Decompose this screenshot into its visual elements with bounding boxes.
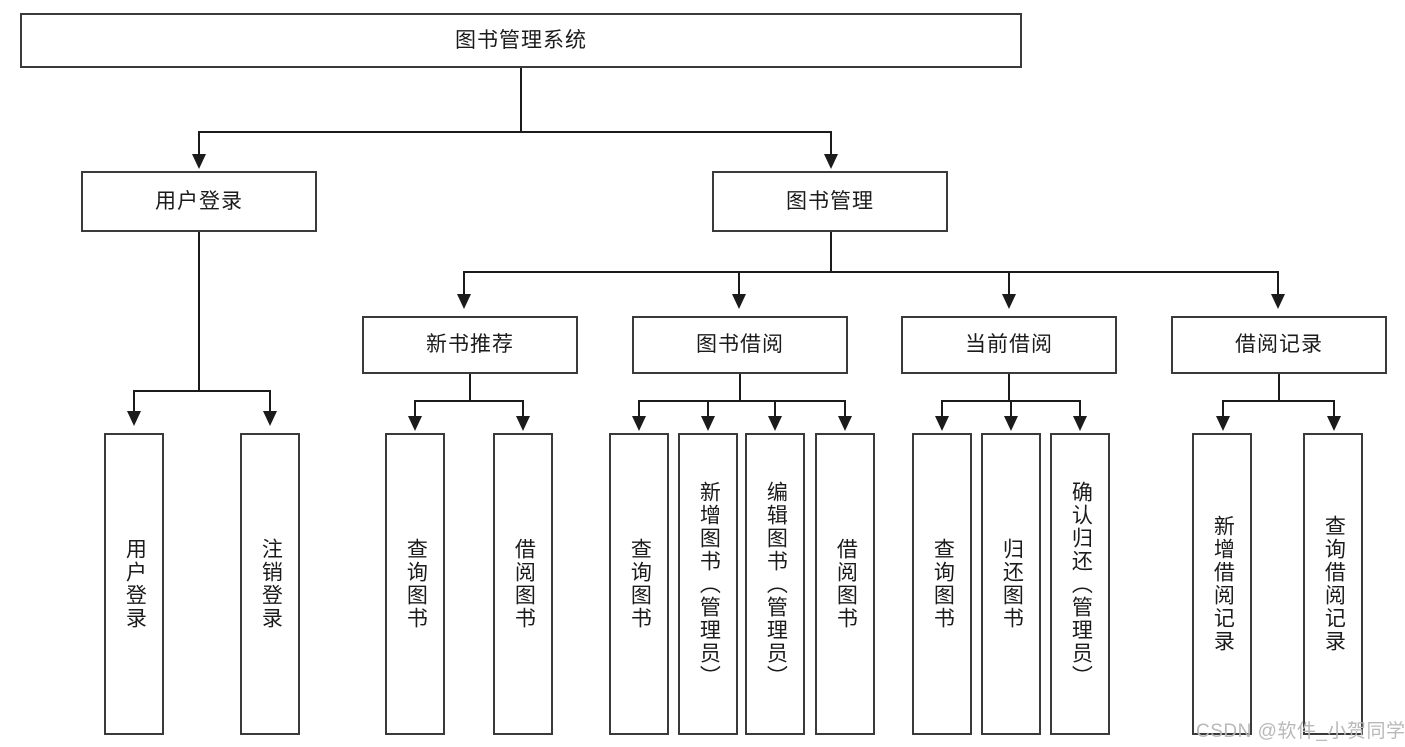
arrow-book-mgmt-to-records	[1271, 294, 1285, 309]
node-book-borrow-label: 图书借阅	[696, 333, 784, 357]
arrow-book-borrow-leaf-4	[838, 416, 852, 431]
leaf-return-book[interactable]: 归还图书	[981, 433, 1041, 735]
connector-book-mgmt-drop-1	[463, 271, 465, 296]
connector-new-book-drop-1	[414, 400, 416, 418]
connector-current-borrow-drop-1	[941, 400, 943, 418]
leaf-query-book-current[interactable]: 查询图书	[912, 433, 972, 735]
connector-book-borrow-drop-4	[844, 400, 846, 418]
connector-borrow-records-bus	[1222, 400, 1335, 402]
connector-current-borrow-drop-2	[1010, 400, 1012, 418]
arrow-book-mgmt-to-current	[1002, 294, 1016, 309]
node-new-book-recommend-label: 新书推荐	[426, 333, 514, 357]
connector-new-book-stem	[469, 374, 471, 402]
leaf-borrow-book-recommend-label: 借阅图书	[512, 538, 536, 630]
node-root-label: 图书管理系统	[455, 28, 587, 52]
connector-root-to-book-mgmt	[830, 131, 832, 156]
connector-book-mgmt-bus	[463, 271, 1279, 273]
connector-borrow-records-drop-1	[1222, 400, 1224, 418]
leaf-query-book-borrow[interactable]: 查询图书	[609, 433, 669, 735]
leaf-query-book-recommend[interactable]: 查询图书	[385, 433, 445, 735]
connector-book-borrow-drop-2	[707, 400, 709, 418]
arrow-book-borrow-leaf-2	[701, 416, 715, 431]
leaf-query-book-recommend-label: 查询图书	[404, 538, 428, 630]
connector-user-login-drop-2	[269, 390, 271, 413]
leaf-query-borrow-record[interactable]: 查询借阅记录	[1303, 433, 1363, 735]
connector-new-book-drop-2	[522, 400, 524, 418]
arrow-book-mgmt-to-new-book	[457, 294, 471, 309]
leaf-user-login[interactable]: 用户登录	[104, 433, 164, 735]
connector-book-mgmt-drop-4	[1277, 271, 1279, 296]
connector-book-mgmt-drop-3	[1008, 271, 1010, 296]
node-book-management[interactable]: 图书管理	[712, 171, 948, 232]
leaf-query-borrow-record-label: 查询借阅记录	[1322, 515, 1346, 653]
leaf-borrow-book[interactable]: 借阅图书	[815, 433, 875, 735]
connector-book-borrow-stem	[739, 374, 741, 402]
node-user-login[interactable]: 用户登录	[81, 171, 317, 232]
arrow-current-borrow-leaf-1	[935, 416, 949, 431]
node-user-login-label: 用户登录	[155, 189, 243, 213]
leaf-logout[interactable]: 注销登录	[240, 433, 300, 735]
node-new-book-recommend[interactable]: 新书推荐	[362, 316, 578, 374]
connector-current-borrow-drop-3	[1079, 400, 1081, 418]
connector-root-bus	[198, 131, 832, 133]
leaf-add-borrow-record-label: 新增借阅记录	[1211, 515, 1235, 653]
arrow-borrow-records-leaf-1	[1216, 416, 1230, 431]
arrow-borrow-records-leaf-2	[1327, 416, 1341, 431]
leaf-query-book-borrow-label: 查询图书	[628, 538, 652, 630]
arrow-book-mgmt-to-borrow	[732, 294, 746, 309]
arrow-new-book-leaf-1	[408, 416, 422, 431]
connector-user-login-drop-1	[133, 390, 135, 413]
connector-book-mgmt-stem	[830, 232, 832, 272]
connector-new-book-bus	[414, 400, 524, 402]
node-book-management-label: 图书管理	[786, 189, 874, 213]
csdn-watermark: CSDN @软件_小贺同学	[1196, 721, 1405, 742]
arrow-current-borrow-leaf-2	[1004, 416, 1018, 431]
leaf-add-book-admin[interactable]: 新增图书（管理员）	[678, 433, 738, 735]
leaf-query-book-current-label: 查询图书	[931, 538, 955, 630]
arrow-new-book-leaf-2	[516, 416, 530, 431]
leaf-user-login-label: 用户登录	[123, 538, 147, 630]
leaf-confirm-return-admin[interactable]: 确认归还（管理员）	[1050, 433, 1110, 735]
node-current-borrow[interactable]: 当前借阅	[901, 316, 1117, 374]
leaf-edit-book-admin-label: 编辑图书（管理员）	[764, 480, 788, 688]
leaf-edit-book-admin[interactable]: 编辑图书（管理员）	[745, 433, 805, 735]
connector-borrow-records-drop-2	[1333, 400, 1335, 418]
arrow-root-to-book-mgmt	[824, 154, 838, 169]
leaf-logout-label: 注销登录	[259, 538, 283, 630]
leaf-add-book-admin-label: 新增图书（管理员）	[697, 480, 721, 688]
node-borrow-records-label: 借阅记录	[1235, 333, 1323, 357]
leaf-return-book-label: 归还图书	[1000, 538, 1024, 630]
connector-book-borrow-drop-1	[638, 400, 640, 418]
leaf-confirm-return-admin-label: 确认归还（管理员）	[1069, 480, 1093, 688]
leaf-borrow-book-label: 借阅图书	[834, 538, 858, 630]
connector-book-borrow-bus	[638, 400, 846, 402]
connector-current-borrow-stem	[1008, 374, 1010, 402]
connector-book-borrow-drop-3	[774, 400, 776, 418]
arrow-root-to-user-login	[192, 154, 206, 169]
connector-borrow-records-stem	[1278, 374, 1280, 402]
node-current-borrow-label: 当前借阅	[965, 333, 1053, 357]
connector-root-stem	[520, 68, 522, 131]
arrow-book-borrow-leaf-3	[768, 416, 782, 431]
node-book-borrow[interactable]: 图书借阅	[632, 316, 848, 374]
arrow-user-login-leaf-1	[127, 411, 141, 426]
node-borrow-records[interactable]: 借阅记录	[1171, 316, 1387, 374]
arrow-user-login-leaf-2	[263, 411, 277, 426]
arrow-book-borrow-leaf-1	[632, 416, 646, 431]
leaf-borrow-book-recommend[interactable]: 借阅图书	[493, 433, 553, 735]
arrow-current-borrow-leaf-3	[1073, 416, 1087, 431]
node-root[interactable]: 图书管理系统	[20, 13, 1022, 68]
connector-user-login-bus	[133, 390, 271, 392]
leaf-add-borrow-record[interactable]: 新增借阅记录	[1192, 433, 1252, 735]
connector-book-mgmt-drop-2	[738, 271, 740, 296]
connector-user-login-stem	[198, 232, 200, 392]
connector-root-to-user-login	[198, 131, 200, 156]
